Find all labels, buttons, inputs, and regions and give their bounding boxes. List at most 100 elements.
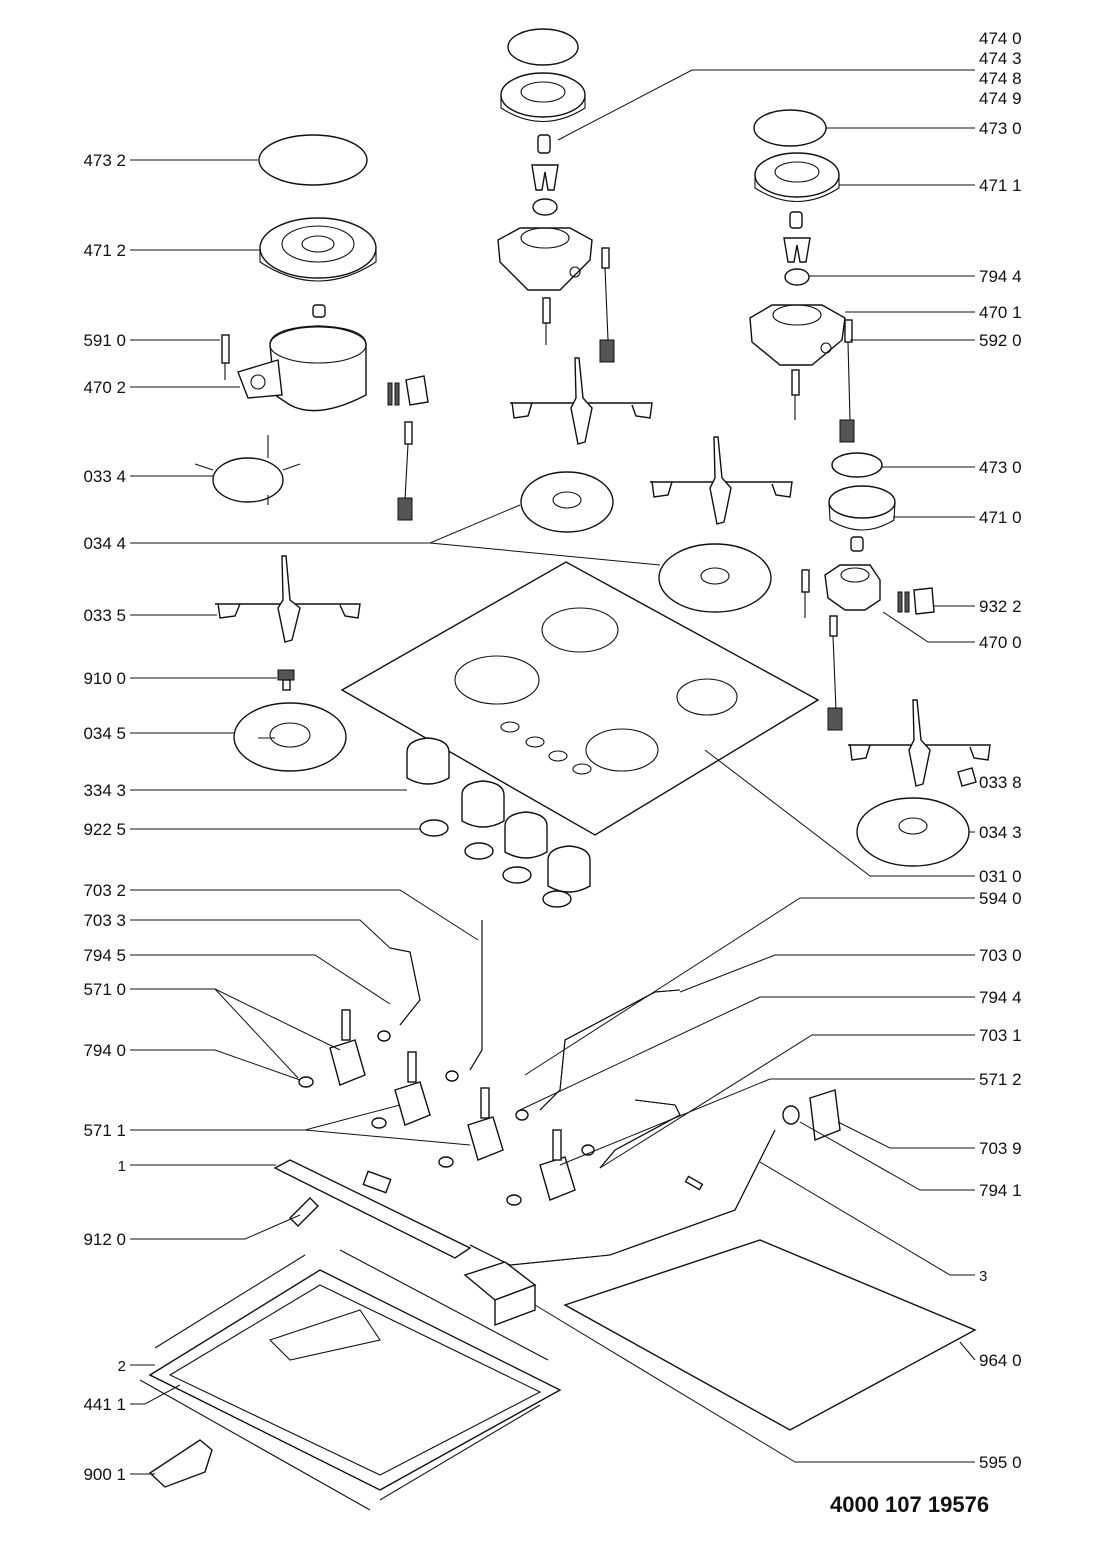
small-seals — [298, 1030, 595, 1206]
enamel-plate-center-left — [520, 471, 614, 533]
label-033-4: 033 4 — [83, 467, 126, 486]
label-334-3: 334 3 — [83, 781, 126, 800]
pan-support-center — [510, 357, 653, 445]
ignition-electrode-left — [221, 334, 230, 380]
label-912-0: 912 0 — [83, 1230, 126, 1249]
label-471-1: 471 1 — [979, 176, 1022, 195]
label-794-4-b: 794 4 — [979, 988, 1022, 1007]
enamel-plate-left — [233, 702, 347, 772]
label-473-0-a: 473 0 — [979, 119, 1022, 138]
label-794-4-a: 794 4 — [979, 267, 1022, 286]
electrode-right-small — [801, 569, 810, 618]
base-pan — [148, 1269, 562, 1491]
injector-top — [537, 134, 551, 154]
label-474-0: 474 0 — [979, 29, 1022, 48]
label-922-5: 922 5 — [83, 820, 126, 839]
labels-left: 473 2 471 2 591 0 470 2 033 4 034 4 033 … — [83, 151, 126, 1484]
electrode-right — [791, 369, 800, 420]
label-031-0: 031 0 — [979, 867, 1022, 886]
label-964-0: 964 0 — [979, 1351, 1022, 1370]
cooktop-seal-gasket — [563, 1239, 977, 1431]
glass-cooktop — [340, 561, 820, 836]
label-571-1: 571 1 — [83, 1121, 126, 1140]
label-033-8: 033 8 — [979, 773, 1022, 792]
elbow-fitting — [782, 1089, 841, 1141]
label-034-4: 034 4 — [83, 534, 126, 553]
clip-top — [531, 164, 559, 191]
gas-taps — [329, 1009, 576, 1201]
label-703-2: 703 2 — [83, 881, 126, 900]
label-034-3: 034 3 — [979, 823, 1022, 842]
label-033-5: 033 5 — [83, 606, 126, 625]
injector-right-small — [850, 536, 864, 552]
pan-support-left — [215, 555, 361, 643]
label-592-0: 592 0 — [979, 331, 1022, 350]
label-703-9: 703 9 — [979, 1139, 1022, 1158]
label-470-1: 470 1 — [979, 303, 1022, 322]
label-794-0: 794 0 — [83, 1041, 126, 1060]
label-703-1: 703 1 — [979, 1026, 1022, 1045]
fixing-screw — [289, 1197, 319, 1227]
label-474-3: 474 3 — [979, 49, 1022, 68]
label-703-3: 703 3 — [83, 911, 126, 930]
label-441-1: 441 1 — [83, 1395, 126, 1414]
label-473-2: 473 2 — [83, 151, 126, 170]
burner-body-right-small — [824, 564, 881, 611]
pan-support-right — [848, 699, 991, 787]
thermocouple-right-small — [827, 615, 843, 731]
burner-cap-right-small — [831, 452, 883, 478]
burner-cap-large — [258, 134, 368, 186]
wok-ring — [194, 435, 301, 505]
label-794-1: 794 1 — [979, 1181, 1022, 1200]
ignition-generator — [463, 1261, 537, 1327]
burner-body-large — [237, 304, 367, 412]
knob-seal-rings — [419, 819, 572, 908]
label-595-0: 595 0 — [979, 1453, 1022, 1472]
screw-910 — [277, 669, 295, 691]
labels-right: 474 0 474 3 474 8 474 9 473 0 471 1 794 … — [979, 29, 1022, 1472]
burner-body-right — [749, 304, 846, 366]
label-470-2: 470 2 — [83, 378, 126, 397]
burner-crown-right-small — [828, 485, 896, 531]
label-3: 3 — [979, 1268, 987, 1285]
thermocouple-right — [839, 319, 855, 443]
burner-crown-top — [500, 72, 586, 123]
mounting-bracket — [148, 1439, 213, 1488]
label-470-0: 470 0 — [979, 633, 1022, 652]
label-473-0-b: 473 0 — [979, 458, 1022, 477]
enamel-plate-right — [856, 797, 970, 867]
label-594-0: 594 0 — [979, 889, 1022, 908]
burner-crown-right — [754, 152, 840, 203]
thermocouple-left — [397, 421, 413, 521]
label-571-0: 571 0 — [83, 980, 126, 999]
label-900-1: 900 1 — [83, 1465, 126, 1484]
front-rail — [273, 1159, 472, 1259]
seal-ring-right — [784, 268, 810, 286]
enamel-plate-center-right — [658, 543, 772, 613]
label-471-2: 471 2 — [83, 241, 126, 260]
burner-body-top — [497, 227, 593, 291]
label-703-0: 703 0 — [979, 946, 1022, 965]
label-474-9: 474 9 — [979, 89, 1022, 108]
label-1: 1 — [118, 1158, 126, 1175]
label-794-5: 794 5 — [83, 946, 126, 965]
label-591-0: 591 0 — [83, 331, 126, 350]
electrode-top — [542, 297, 551, 345]
label-474-8: 474 8 — [979, 69, 1022, 88]
bracket-3 — [684, 1175, 704, 1191]
label-471-0: 471 0 — [979, 508, 1022, 527]
burner-crown-large — [259, 217, 377, 282]
gas-pipes — [362, 920, 776, 1266]
seal-ring-top — [532, 198, 558, 216]
label-034-5: 034 5 — [83, 724, 126, 743]
knob-spring-338 — [957, 767, 977, 787]
control-knobs — [406, 737, 591, 893]
clip-right — [783, 237, 811, 263]
document-number: 4000 107 19576 — [830, 1492, 990, 1517]
seal-strip — [139, 1249, 549, 1511]
injector-right — [789, 211, 803, 229]
clip-932 — [897, 587, 935, 615]
burner-cap-right — [753, 109, 827, 147]
label-910-0: 910 0 — [83, 669, 126, 688]
